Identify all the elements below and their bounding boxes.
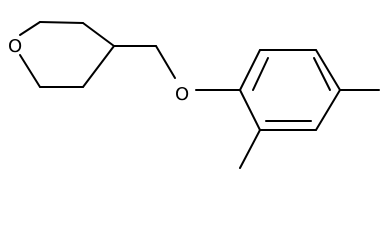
- structure-diagram: O O: [8, 21, 380, 169]
- aromatic-double-bond-inner-right: [313, 57, 331, 91]
- aromatic-ring: [239, 49, 341, 131]
- bond-ring-top: [39, 21, 84, 24]
- bond-aryl-c3-c4: [315, 49, 341, 91]
- bond-ring-o-top: [19, 21, 41, 36]
- bond-aryl-c6-c1: [239, 89, 261, 131]
- bond-ch2-to-o: [155, 45, 176, 79]
- bond-ring-o-bottom: [19, 54, 41, 88]
- bond-aryl-c4-c5: [315, 89, 341, 131]
- bond-aryl-c1-c2: [239, 49, 261, 91]
- aromatic-double-bond-inner-left: [252, 57, 269, 91]
- ether-oxygen-label: O: [175, 84, 189, 105]
- bond-ring-c3-c4: [82, 22, 115, 47]
- ring-oxygen-label: O: [8, 36, 22, 57]
- oxane-ring: O: [8, 21, 115, 88]
- methyl-substituents: [239, 89, 380, 169]
- bond-ring-c4-c5: [82, 45, 115, 88]
- ether-linker: O: [113, 45, 241, 105]
- ortho-methyl-bond: [239, 129, 261, 169]
